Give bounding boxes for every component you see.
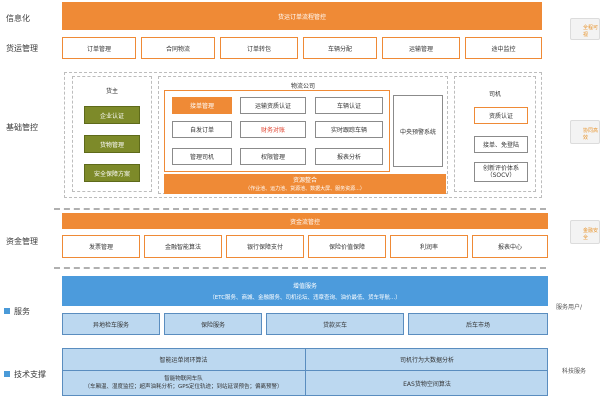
fund-item: 银行保障支付 — [226, 235, 304, 258]
tech-item: 司机行为大数据分析 — [399, 357, 454, 364]
value-added-service-bar: 增值服务 （ETC服务、商城、金融服务、司机论坛、违章查询、油价最低、货车导航.… — [62, 276, 548, 306]
row-label-freight: 货运管理 — [6, 44, 38, 53]
fund-item: 发票管理 — [62, 235, 140, 258]
side-label-service-user: 服务用户/ — [556, 304, 583, 311]
right-ribbon-label: 协同高效 — [583, 128, 599, 141]
driver-item: 创新评价体系 （SOCV） — [474, 162, 528, 182]
tech-item: EAS货物空间算法 — [403, 381, 451, 388]
logistics-item: 实时跟踪车辆 — [315, 121, 383, 138]
central-warning-system: 中央预警系统 — [393, 95, 443, 167]
logistics-title: 物流公司 — [290, 82, 315, 90]
service-bullet-icon — [4, 308, 10, 314]
resource-integration-bar: 资源整合 （作业池、运力池、货源池、数据大屏、服务资源...） — [164, 174, 446, 194]
shipper-title: 货主 — [105, 87, 118, 95]
logistics-item: 接单管理 — [172, 97, 232, 114]
freight-item: 订单转包 — [220, 37, 298, 59]
tech-divider-vertical — [305, 348, 306, 396]
resource-integration-detail: （作业池、运力池、货源池、数据大屏、服务资源...） — [245, 185, 365, 192]
order-flow-control-bar: 货运订单流程管控 — [62, 2, 542, 30]
service-item: 贷款买车 — [266, 313, 404, 335]
logistics-item: 权限管理 — [240, 148, 306, 165]
value-added-service-title: 增值服务 — [292, 283, 317, 290]
resource-integration-title: 资源整合 — [292, 176, 317, 184]
logistics-item: 自发订单 — [172, 121, 232, 138]
fund-flow-control-bar: 资金流管控 — [62, 213, 548, 229]
row-label-funds: 资金管理 — [6, 237, 38, 246]
service-item: 后车市场 — [408, 313, 548, 335]
freight-item: 订单管理 — [62, 37, 136, 59]
basic-control-container — [64, 72, 542, 198]
freight-item: 途中监控 — [465, 37, 542, 59]
separator-line — [54, 267, 546, 269]
separator-line — [54, 208, 546, 210]
side-label-tech-service: 科技服务 — [562, 368, 587, 375]
service-item: 异地检车服务 — [62, 313, 160, 335]
fund-item: 报表中心 — [472, 235, 548, 258]
right-ribbon — [570, 120, 600, 144]
logistics-item: 财务对账 — [240, 121, 306, 138]
logistics-item: 运输资质认证 — [240, 97, 306, 114]
driver-title: 司机 — [488, 90, 501, 98]
tech-item: 智能物联网车队 （车厢温、湿度监控；超声油耗分析；GPS定位轨迹；到站延误预告；… — [84, 376, 283, 390]
shipper-item: 安全保障方案 — [84, 164, 140, 182]
service-item: 保险服务 — [164, 313, 262, 335]
shipper-group — [72, 76, 152, 192]
row-label-basic: 基础管控 — [6, 123, 38, 132]
driver-group — [454, 76, 536, 192]
fund-item: 利润率 — [390, 235, 468, 258]
shipper-item: 企业认证 — [84, 106, 140, 124]
value-added-service-detail: （ETC服务、商城、金融服务、司机论坛、违章查询、油价最低、货车导航...） — [209, 294, 401, 301]
fund-item: 金融智能算法 — [144, 235, 222, 258]
freight-item: 合同物流 — [141, 37, 215, 59]
row-label-service: 服务 — [14, 307, 30, 316]
fund-item: 保险价值保障 — [308, 235, 386, 258]
logistics-item: 车辆认证 — [315, 97, 383, 114]
tech-divider-horizontal — [62, 370, 548, 371]
right-ribbon-label: 金融安全 — [583, 228, 599, 241]
tech-bullet-icon — [4, 371, 10, 377]
tech-item: 智能运单闭环算法 — [159, 357, 208, 364]
driver-item: 资质认证 — [474, 107, 528, 124]
logistics-item: 报表分析 — [315, 148, 383, 165]
freight-item: 车辆分配 — [303, 37, 377, 59]
row-label-tech: 技术支撑 — [14, 370, 46, 379]
driver-item: 接单、免登陆 — [474, 136, 528, 153]
logistics-inner-frame — [164, 90, 390, 172]
right-ribbon — [570, 220, 600, 244]
shipper-item: 货物管理 — [84, 135, 140, 153]
logistics-item: 管理司机 — [172, 148, 232, 165]
right-ribbon-label: 全程可视 — [583, 25, 599, 38]
freight-item: 运输管理 — [382, 37, 460, 59]
row-label-informatization: 信息化 — [6, 14, 30, 23]
